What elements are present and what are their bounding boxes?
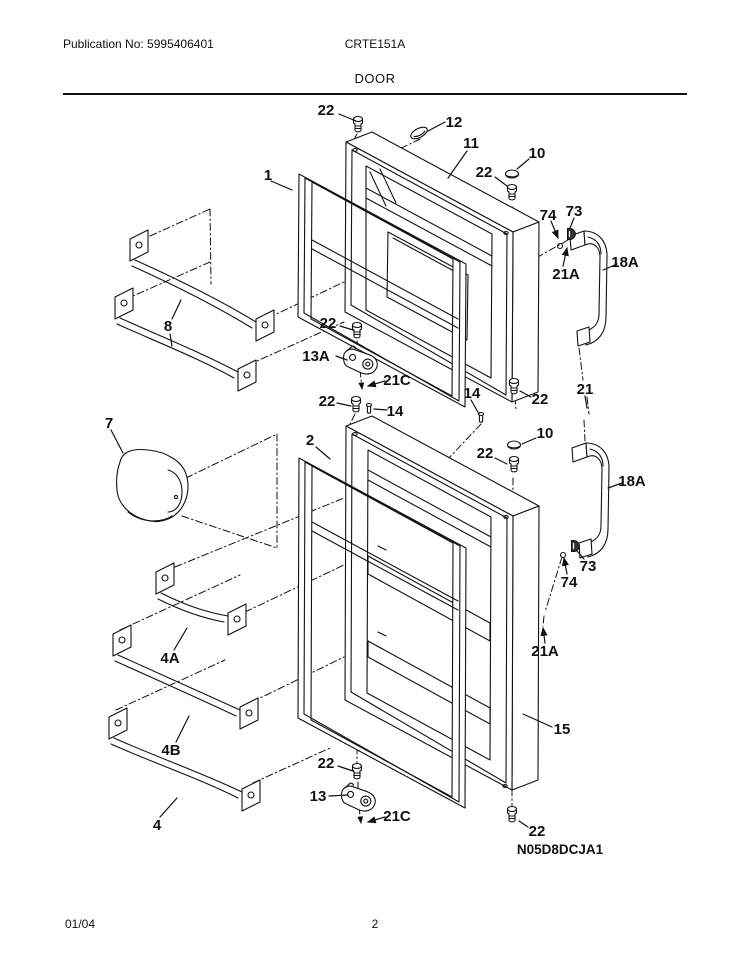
screw-icon	[352, 115, 364, 133]
screw-icon	[508, 455, 520, 473]
callout-22: 22	[476, 164, 493, 181]
callout-1: 1	[264, 167, 272, 184]
leader-lines	[110, 113, 623, 828]
callout-10: 10	[537, 425, 554, 442]
callout-7: 7	[105, 415, 113, 432]
hardware	[339, 115, 581, 823]
callout-74: 74	[561, 574, 578, 591]
model-number: CRTE151A	[344, 37, 406, 51]
callout-11: 11	[463, 135, 479, 152]
callout-18a: 18A	[618, 473, 646, 490]
callout-4: 4	[153, 817, 162, 834]
callout-8: 8	[164, 318, 172, 335]
callout-21c: 21C	[383, 808, 411, 825]
fridge-door-gasket	[297, 457, 467, 809]
fridge-handle	[571, 442, 610, 559]
freezer-shelf-bars	[114, 229, 275, 392]
washer-icon	[556, 242, 564, 250]
handle-clip-icon	[570, 539, 581, 553]
page-title: DOOR	[354, 71, 396, 86]
callout-22: 22	[319, 393, 336, 410]
screw-icon	[350, 395, 362, 413]
callout-10: 10	[529, 145, 546, 162]
header-rule	[63, 93, 687, 95]
freezer-door-panel	[344, 131, 540, 403]
callout-21a: 21A	[552, 266, 580, 283]
callout-15: 15	[554, 721, 571, 738]
freezer-handle	[569, 230, 608, 347]
footer-date: 01/04	[65, 917, 96, 931]
callout-12: 12	[446, 114, 463, 131]
butter-bin	[116, 448, 189, 523]
callout-73: 73	[580, 558, 597, 575]
callout-4a: 4A	[160, 650, 179, 667]
fridge-shelf-bars	[108, 562, 261, 812]
callout-2: 2	[306, 432, 314, 449]
callout-74: 74	[540, 207, 557, 224]
hole-cap-icon	[504, 169, 520, 179]
handle-clip-icon	[566, 227, 577, 241]
screw-icon	[506, 183, 518, 201]
footer-page-number: 2	[371, 917, 379, 931]
screw-icon	[506, 805, 518, 823]
hinge-bracket-icon	[339, 781, 378, 814]
callout-14: 14	[387, 403, 404, 420]
pin-icon	[365, 402, 373, 414]
screw-icon	[508, 377, 520, 395]
callout-18a: 18A	[611, 254, 639, 271]
callout-22: 22	[532, 391, 549, 408]
callout-21c: 21C	[383, 372, 411, 389]
oval-plug-icon	[410, 126, 428, 140]
callout-22: 22	[320, 315, 337, 332]
callout-14: 14	[464, 385, 481, 402]
diagram-code: N05D8DCJA1	[517, 842, 604, 857]
hole-cap-icon	[506, 440, 522, 450]
callout-21: 21	[577, 381, 594, 398]
callout-21a: 21A	[531, 643, 559, 660]
screw-icon	[351, 762, 363, 780]
callout-13: 13	[310, 788, 327, 805]
callout-13a: 13A	[302, 348, 330, 365]
screw-icon	[351, 321, 363, 339]
callout-22: 22	[477, 445, 494, 462]
callout-22: 22	[318, 102, 335, 119]
callout-4b: 4B	[161, 742, 180, 759]
callout-73: 73	[566, 203, 583, 220]
publication-number: Publication No: 5995406401	[63, 37, 214, 51]
freezer-door-gasket	[297, 173, 467, 408]
fridge-door-panel	[344, 415, 540, 791]
washer-icon	[559, 551, 567, 559]
callout-22: 22	[529, 823, 546, 840]
callout-22: 22	[318, 755, 335, 772]
